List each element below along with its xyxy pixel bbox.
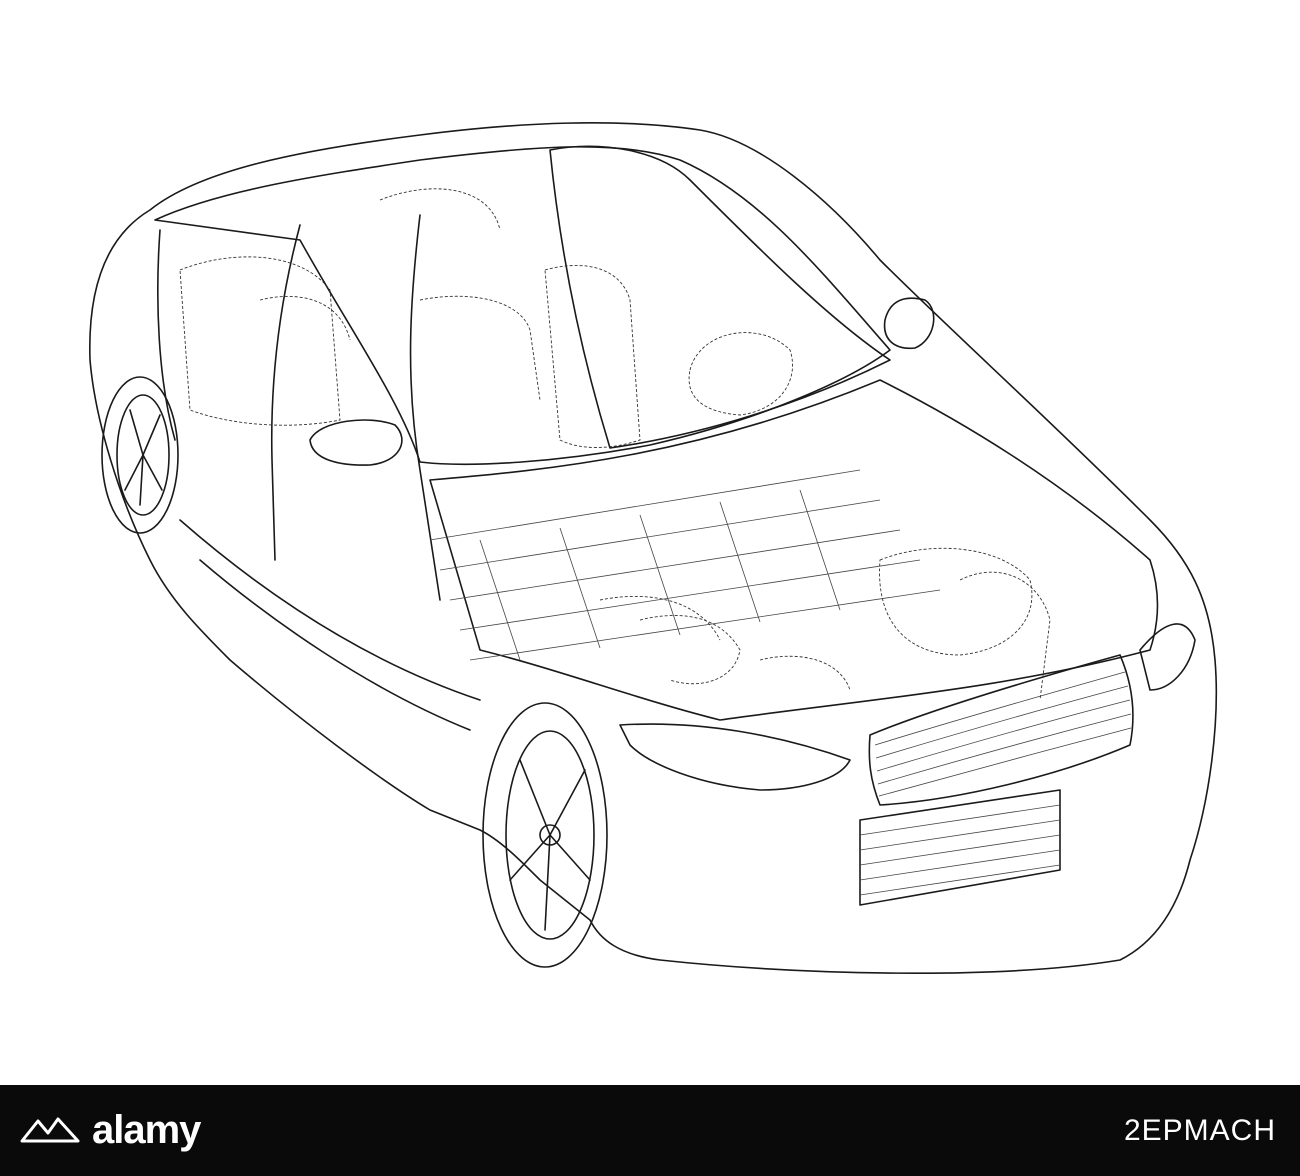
front-wheel-hub	[539, 824, 561, 846]
radiator	[859, 789, 1061, 906]
front-suspension	[959, 571, 1051, 701]
hood-outline	[429, 379, 1159, 721]
headlight-right	[1139, 623, 1196, 691]
b-pillar	[409, 214, 441, 601]
rear-seat	[179, 256, 341, 426]
alamy-logo-icon	[20, 1117, 80, 1142]
brand-logo: alamy	[18, 1085, 201, 1176]
front-wheel	[482, 702, 608, 968]
side-mirror-left	[309, 419, 403, 466]
car-body-outline	[88, 122, 1218, 974]
grille-slats	[874, 671, 1132, 797]
a-pillar	[270, 224, 301, 561]
side-sill-lower	[199, 559, 471, 731]
windshield	[549, 145, 891, 449]
front-seat	[544, 265, 641, 448]
grille-outline	[868, 654, 1134, 806]
front-motor	[879, 547, 1033, 656]
rear-wheel-spokes	[124, 409, 163, 506]
car-wireframe-drawing	[88, 122, 1218, 974]
side-sill	[179, 519, 481, 701]
headlight	[619, 723, 851, 791]
steering-wheel	[688, 332, 793, 416]
rear-wheel-rim	[116, 394, 170, 516]
watermark-footer: alamy 2EPMACH	[0, 1085, 1300, 1176]
rear-wheel	[101, 376, 179, 534]
roof-outline	[154, 146, 891, 466]
c-pillar	[157, 229, 176, 441]
stock-image-id: 2EPMACH	[1123, 1113, 1276, 1147]
radiator-fins	[859, 804, 1061, 896]
battery-pack-grid	[429, 469, 941, 661]
interior-details	[259, 188, 851, 691]
car-wireframe-image	[88, 122, 1218, 974]
front-wheel-rim	[505, 730, 595, 940]
brand-name: alamy	[92, 1108, 201, 1152]
side-mirror-right	[883, 297, 935, 349]
